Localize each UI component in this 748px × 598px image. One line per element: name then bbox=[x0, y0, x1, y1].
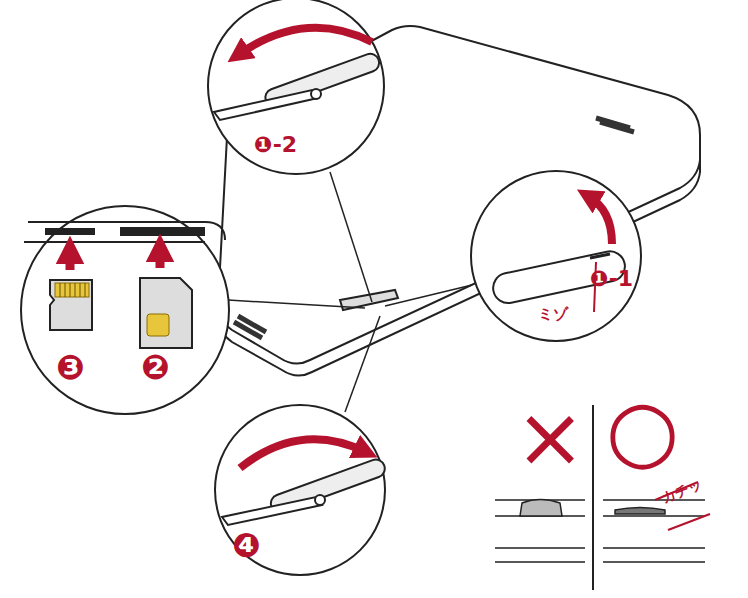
sim-slot bbox=[120, 227, 205, 236]
groove bbox=[590, 254, 610, 258]
wrong-mark: × bbox=[515, 395, 585, 479]
close-arrow bbox=[240, 439, 366, 468]
microsd-card bbox=[50, 280, 92, 330]
zoom-line bbox=[228, 300, 365, 308]
open-arrow bbox=[238, 28, 372, 55]
callout-number: ❶-1 bbox=[590, 268, 633, 290]
sound-text: カチッ bbox=[660, 476, 704, 505]
speaker-grill bbox=[596, 118, 634, 132]
callout-number: ❷ bbox=[141, 350, 170, 384]
card-contacts bbox=[60, 283, 85, 297]
hinge bbox=[315, 495, 325, 505]
magnifier-circle bbox=[208, 0, 384, 174]
slot-frame bbox=[28, 222, 225, 240]
slot-section bbox=[495, 500, 585, 562]
zoom-line bbox=[330, 172, 372, 302]
magnifier-circle bbox=[471, 171, 641, 341]
slot-section bbox=[603, 500, 705, 562]
magnifier-groove bbox=[471, 171, 641, 341]
card-inserted bbox=[615, 508, 665, 515]
right-mark: ○ bbox=[606, 388, 679, 472]
insert-arrow bbox=[156, 248, 165, 268]
zoom-line bbox=[345, 316, 380, 412]
slot-cover bbox=[222, 497, 322, 525]
insert-arrow bbox=[66, 250, 75, 270]
sim-chip bbox=[147, 314, 169, 336]
card-contacts bbox=[55, 283, 89, 297]
callout-number: ❹ bbox=[232, 528, 261, 562]
lift-arrow bbox=[588, 196, 612, 244]
tablet-edge bbox=[218, 160, 700, 376]
zoom-lines bbox=[228, 172, 472, 412]
magnifier-cards bbox=[21, 206, 229, 414]
magnifier-circle bbox=[21, 206, 229, 414]
zoom-line bbox=[385, 285, 472, 306]
slot-frame bbox=[24, 241, 205, 243]
hinge bbox=[311, 89, 321, 99]
callout-number: ❶-2 bbox=[254, 134, 297, 156]
card-protruding bbox=[520, 500, 562, 517]
divider bbox=[592, 405, 594, 590]
magnifier-close bbox=[215, 405, 387, 575]
click-mark bbox=[668, 514, 710, 530]
slot-cover bbox=[214, 90, 318, 120]
speaker-grill bbox=[234, 316, 266, 338]
callout-number: ❸ bbox=[56, 350, 85, 384]
sim-card bbox=[140, 278, 192, 348]
magnifier-open bbox=[208, 0, 384, 174]
microsd-slot bbox=[45, 228, 95, 235]
part-name: ミゾ bbox=[538, 307, 568, 322]
